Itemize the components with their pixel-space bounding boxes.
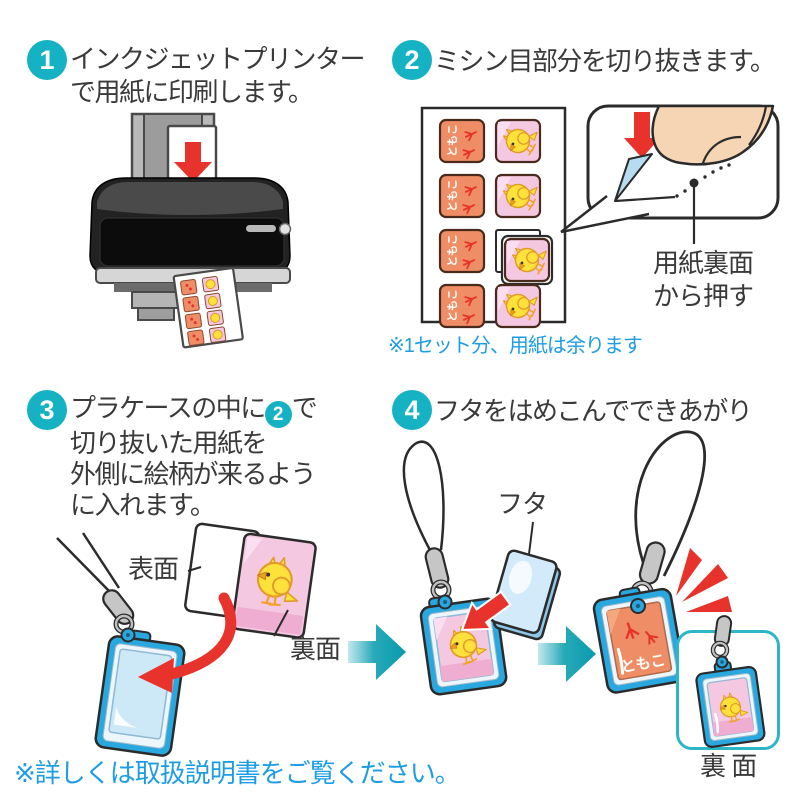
power-button [278, 222, 292, 236]
card-edge [614, 153, 653, 202]
finished-strap-illustration: ともこ [592, 430, 732, 694]
chick-card [494, 172, 543, 219]
back-view-mini-strap [695, 615, 766, 748]
leader-dot [689, 178, 699, 188]
lid-label: フタ [497, 489, 548, 519]
strap-cord-loop [634, 430, 707, 577]
step1-title-line1: インクジェットプリンター [70, 44, 366, 74]
svg-text:ともこ: ともこ [446, 124, 459, 157]
lid-label-line [528, 521, 534, 555]
front-side-label: 表面 [128, 554, 179, 584]
name-card: ともこ [438, 228, 486, 274]
finished-case-front: ともこ [592, 586, 686, 694]
step2-number-badge: 2 [392, 40, 432, 80]
popped-out-card [500, 234, 554, 286]
strap-cord [56, 532, 121, 595]
step1-number-badge: 1 [27, 40, 67, 80]
step2-title: ミシン目部分を切り抜きます。 [434, 46, 776, 76]
push-down-arrow-icon [624, 112, 660, 158]
emphasis-sparks-icon [676, 548, 732, 612]
step3-number-badge: 3 [27, 390, 67, 430]
step2-note: ※1セット分、用紙は余ります [388, 335, 643, 357]
footer-note: ※詳しくは取扱説明書をご覧ください。 [14, 758, 461, 788]
insert-arrow-icon [138, 592, 237, 693]
lid-illustration [489, 549, 562, 641]
feed-down-arrow-icon [174, 142, 212, 182]
printer-output-tray [131, 291, 181, 309]
chick-card [494, 282, 543, 329]
paper-back-side [231, 532, 317, 639]
inset-back-label: 裏 面 [700, 751, 757, 781]
back-side-label: 裏面 [290, 634, 341, 664]
printer-body [89, 177, 292, 321]
flow-arrow-icon [348, 624, 406, 680]
push-callout-bubble [560, 104, 780, 244]
printed-sheet [172, 267, 244, 349]
front-label-line [187, 566, 202, 572]
flow-arrow-icon [538, 626, 596, 682]
lid-assembly-illustration [402, 440, 562, 696]
printer-illustration [89, 112, 292, 349]
finished-case-back [695, 660, 766, 748]
snap-arrow-icon [460, 590, 512, 632]
perforation-dotted-line [675, 163, 731, 198]
strap-cord [402, 440, 445, 553]
name-card: ともこ [438, 173, 486, 219]
name-card: ともこ [438, 283, 486, 329]
svg-text:ともこ: ともこ [446, 289, 459, 322]
finger-illustration [651, 104, 775, 166]
insert-paper-illustration [56, 522, 317, 757]
step1-title: インクジェットプリンター で用紙に印刷します。 [70, 43, 366, 109]
step4-title: フタをはめこんでできあがり [434, 396, 753, 426]
step2-ref-badge: 2 [264, 401, 292, 428]
svg-text:ともこ: ともこ [446, 234, 459, 267]
svg-text:ともこ: ともこ [446, 179, 459, 212]
perforated-sheet-illustration: ともこ ともこ ともこ [420, 106, 567, 329]
step4-number-badge: 4 [392, 390, 432, 430]
push-from-back-label: 用紙裏面 から押す [653, 248, 754, 311]
back-label-line [273, 609, 289, 637]
chick-card [494, 117, 543, 164]
bubble-tail [560, 195, 650, 234]
name-card: ともこ [438, 118, 486, 164]
step1-title-line2: で用紙に印刷します。 [70, 77, 314, 107]
strap-clasp [638, 541, 666, 585]
strap-clasp [713, 615, 733, 647]
strap-clasp [424, 547, 450, 589]
plastic-case-empty [94, 629, 186, 757]
